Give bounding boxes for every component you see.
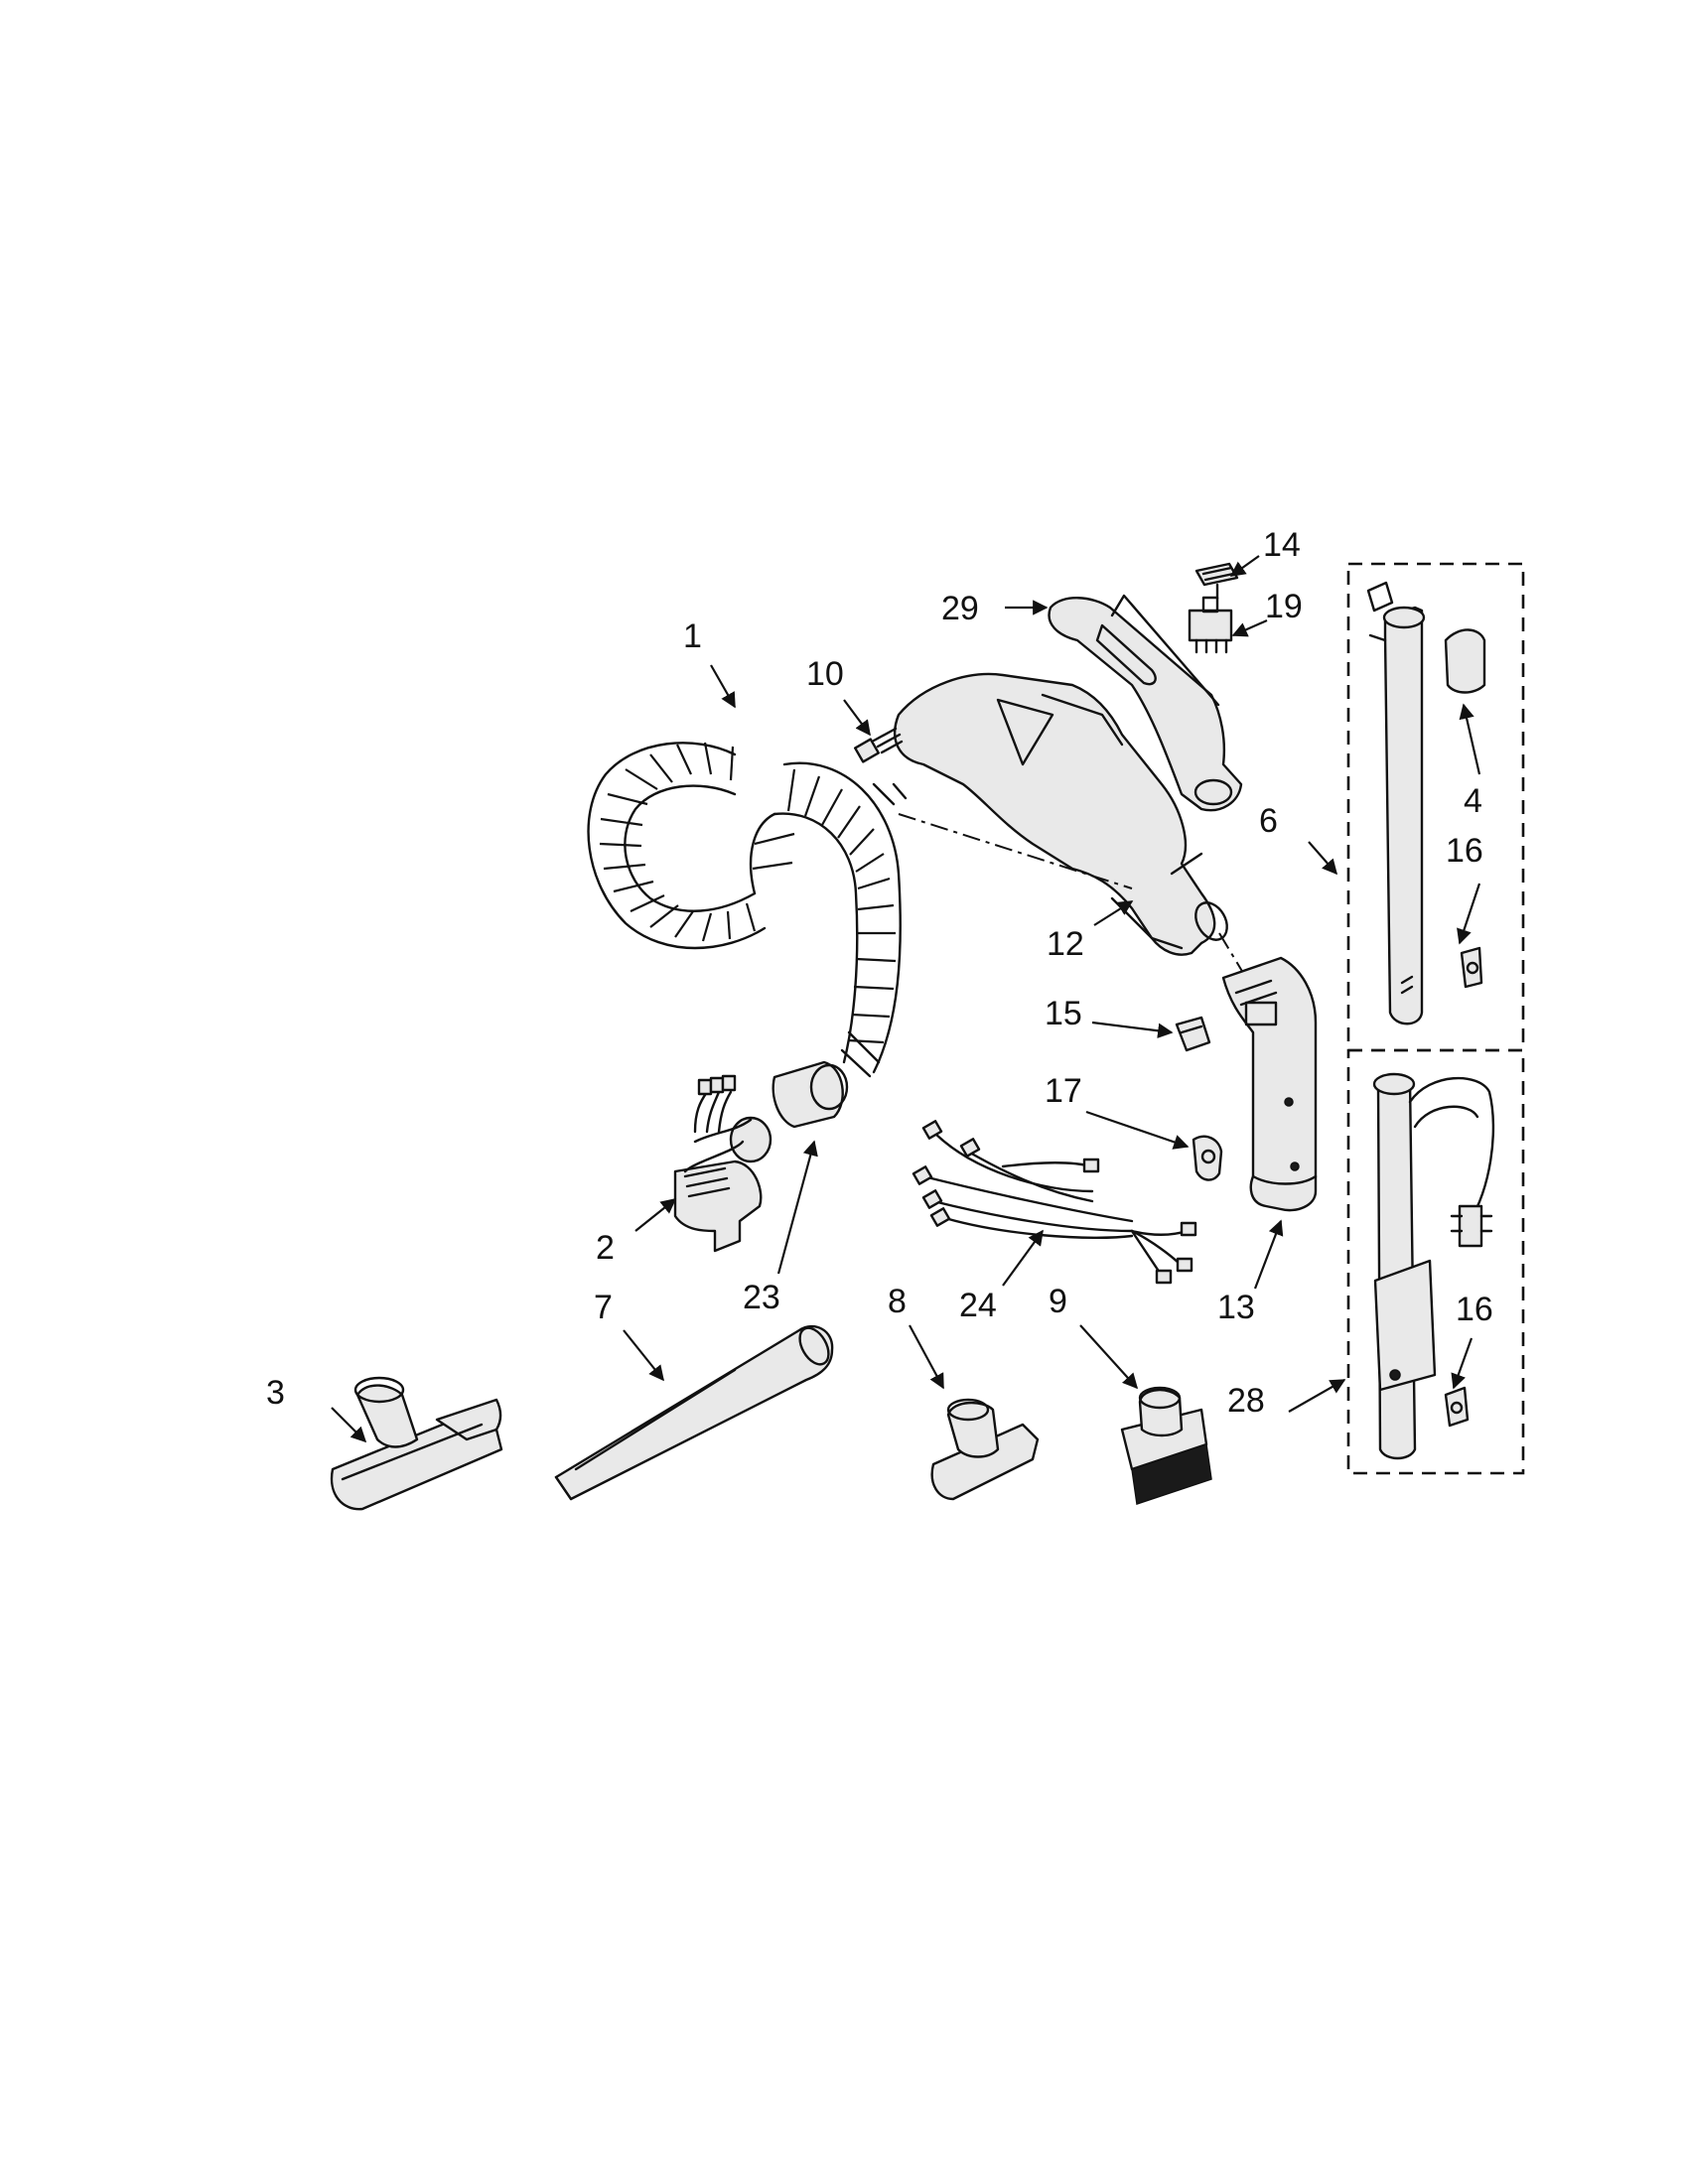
callout-19: 19 [1265,588,1303,625]
part-handle-body [894,672,1228,956]
callout-28: 28 [1227,1382,1265,1420]
part-screw [854,727,904,763]
callout-16-upper: 16 [1446,832,1483,870]
callout-3: 3 [266,1374,285,1412]
callout-23: 23 [743,1279,780,1316]
callout-17: 17 [1045,1072,1082,1110]
kit-box-electric-wand [1346,1048,1525,1475]
callout-6: 6 [1259,802,1278,840]
callout-10: 10 [806,655,844,693]
part-clip [1175,1016,1211,1052]
callout-12: 12 [1047,925,1084,963]
callout-1: 1 [683,617,702,655]
part-wand-upper [1366,581,1426,1025]
part-release-button-lower [1444,1386,1470,1428]
callout-labels: 1 2 3 4 6 7 8 9 10 12 13 14 15 16 16 17 … [266,526,1493,1420]
part-cuff [772,1060,849,1129]
part-wand-clip [1444,628,1486,694]
callout-29: 29 [941,590,979,627]
callout-7: 7 [594,1289,613,1326]
callout-4: 4 [1464,782,1482,820]
part-release-button-upper [1460,946,1483,989]
part-wire-harness [912,1120,1197,1285]
callout-9: 9 [1049,1283,1067,1320]
kit-box-wand [1346,562,1525,1052]
part-wand-cuff [1221,956,1318,1212]
part-dusting-brush [1120,1386,1212,1505]
callout-15: 15 [1045,995,1082,1032]
part-floor-tool [330,1376,503,1511]
part-electric-wand [1372,1072,1495,1460]
part-switch-cap [1194,562,1239,601]
part-crevice-tool [554,1324,834,1501]
callout-8: 8 [888,1283,907,1320]
part-hose [587,742,908,1078]
callout-2: 2 [596,1229,615,1267]
part-handle-top [1048,594,1243,812]
leader-lines [331,555,1481,1443]
callout-24: 24 [959,1287,997,1324]
assembly-centerline-handle [898,813,1133,889]
callout-16-lower: 16 [1456,1291,1493,1328]
part-switch [1188,596,1233,654]
callout-13: 13 [1217,1289,1255,1326]
part-upholstery-tool [930,1398,1040,1501]
part-electrical-swivel [673,1074,772,1253]
part-latch [1192,1135,1223,1181]
callout-14: 14 [1263,526,1301,564]
